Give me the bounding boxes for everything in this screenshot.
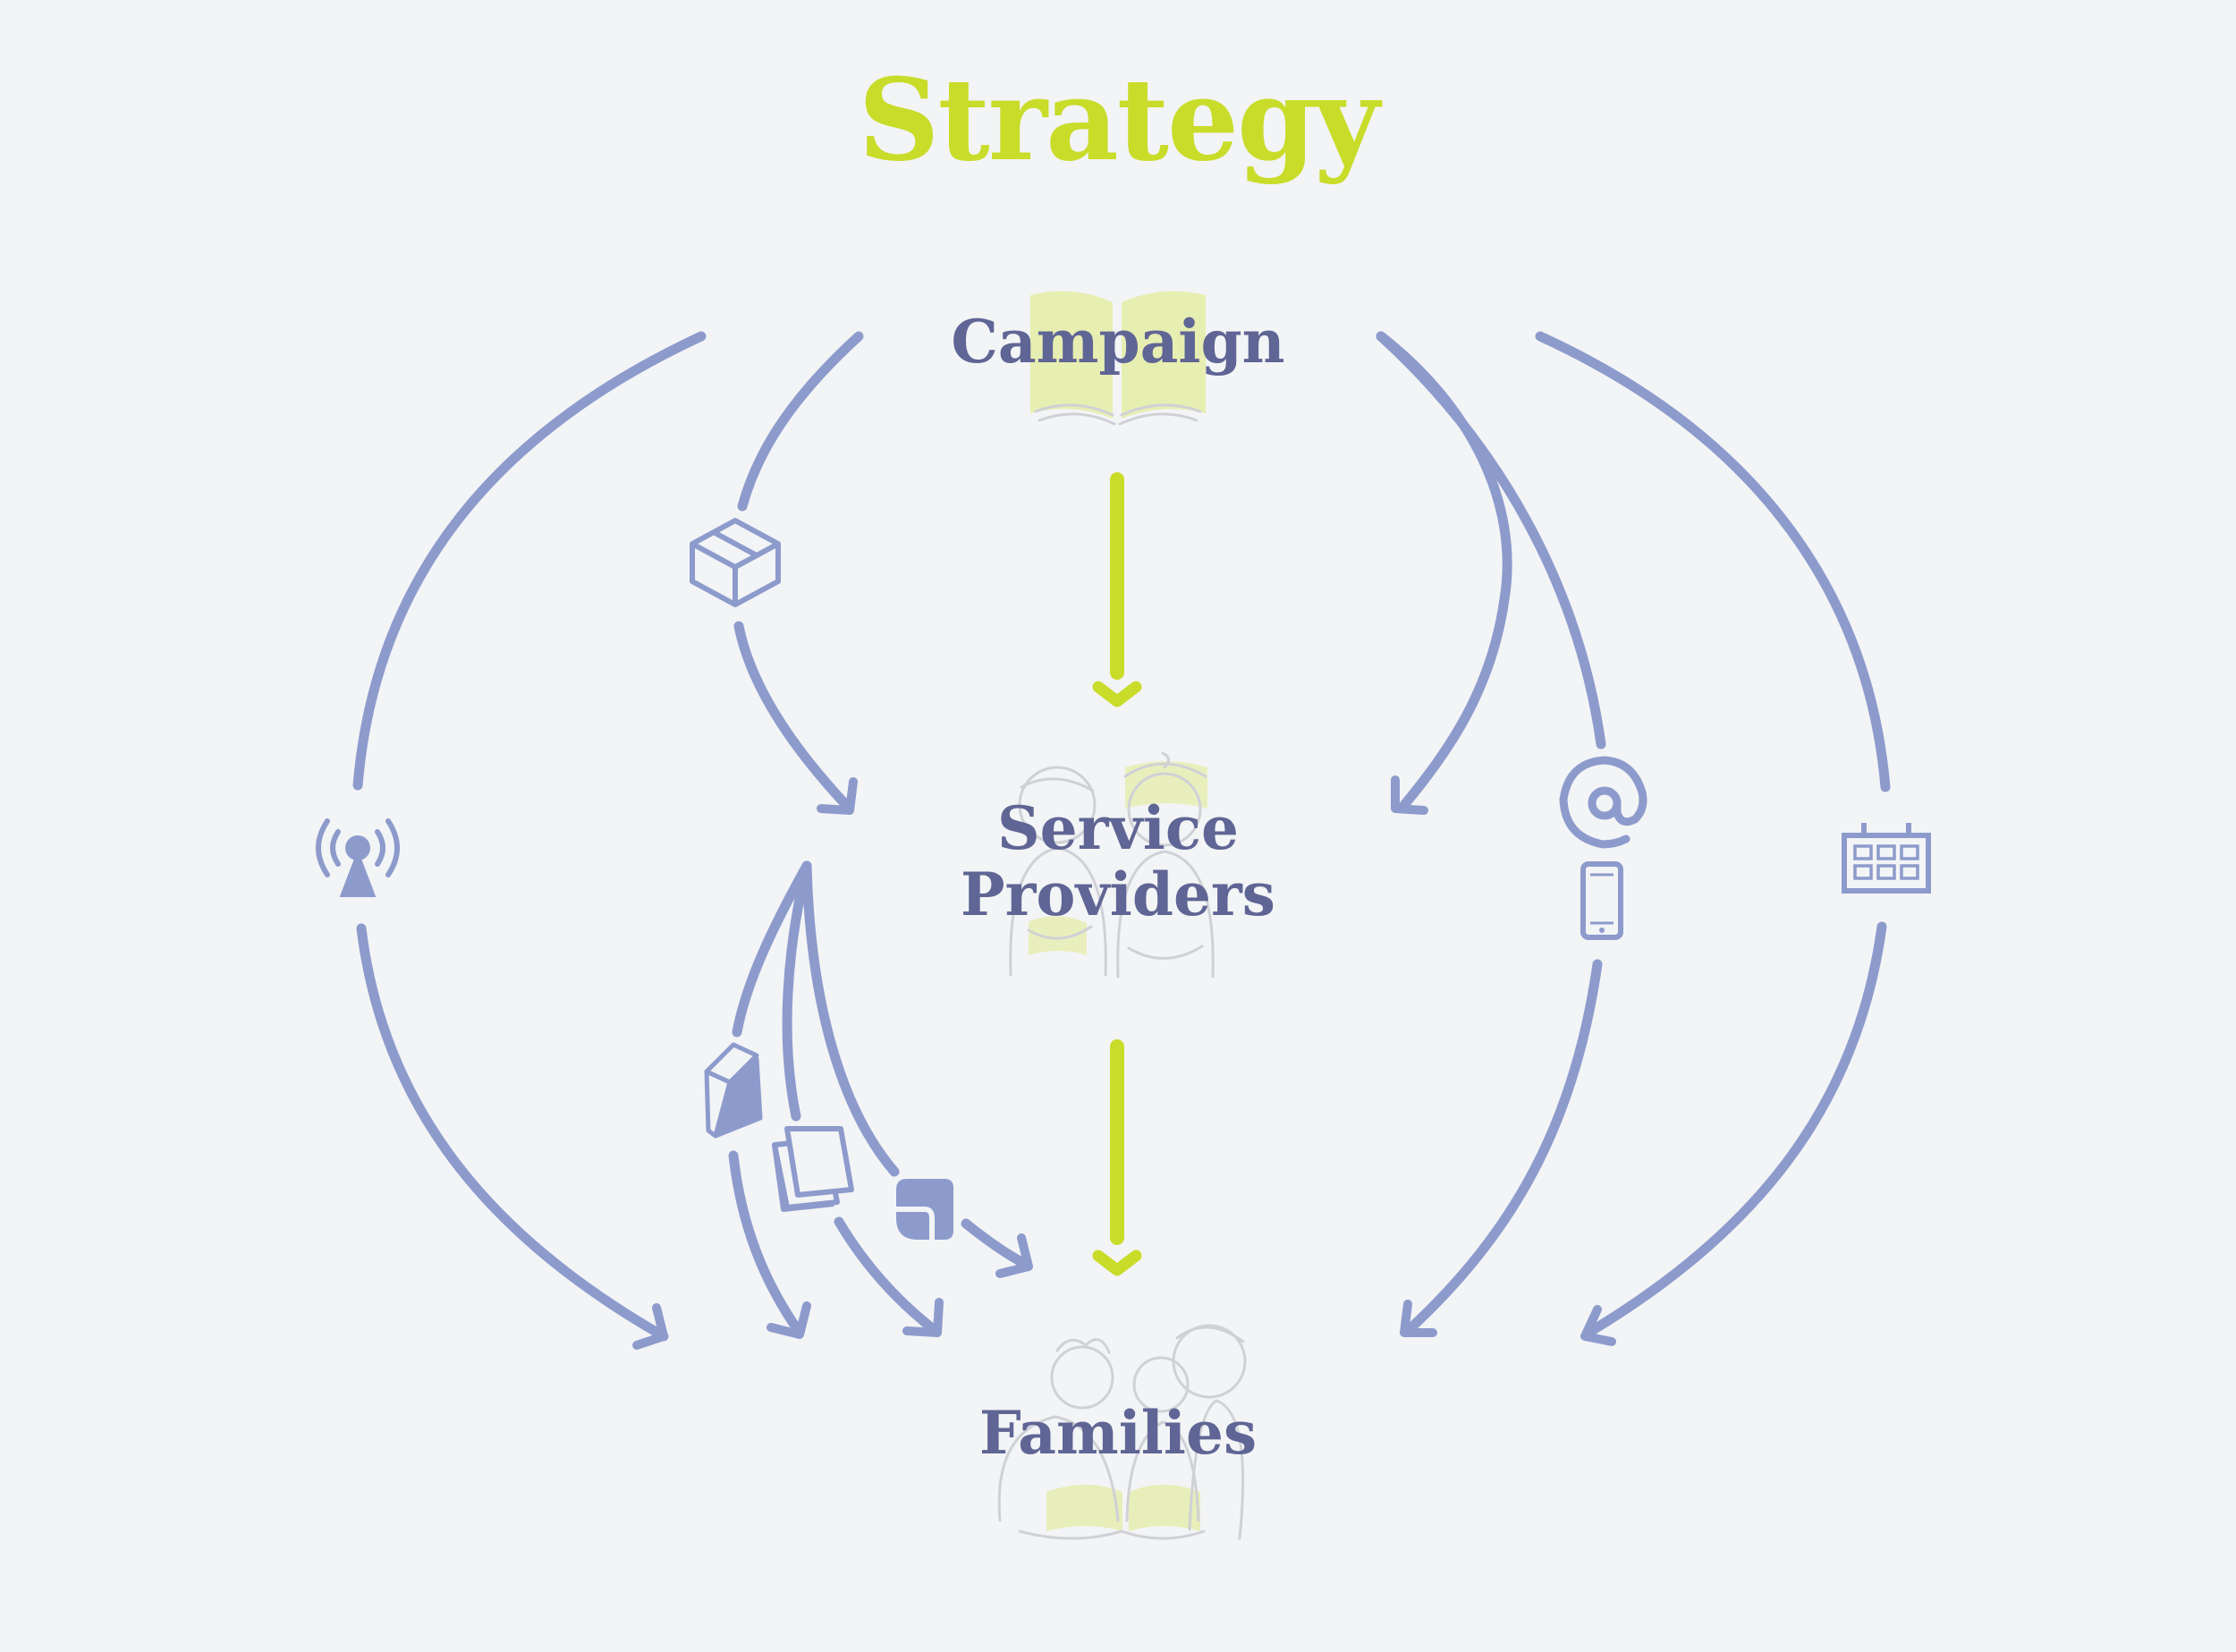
- flow-arrow-smartphone-lower: [1404, 959, 1603, 1334]
- at-sign-icon: [1559, 756, 1647, 849]
- flow-arrow-sticker: [801, 860, 900, 1177]
- flow-arrow-sticker-lower: [961, 1218, 1032, 1270]
- sticker-icon: [896, 1179, 953, 1240]
- open-book-illustration: [1030, 291, 1206, 426]
- smartphone-icon: [1580, 861, 1623, 940]
- flow-arrow-broadcast-lower: [356, 923, 669, 1342]
- main-arrow-campaign-to-providers: [1092, 472, 1142, 707]
- flow-arrow-box-lower: [733, 621, 851, 810]
- main-arrow-providers-to-families: [1092, 1039, 1142, 1276]
- arrowhead-broadcast: [632, 1303, 668, 1350]
- arrowhead-sticker: [995, 1233, 1033, 1278]
- node-campaign: Campaign: [951, 307, 1285, 377]
- node-families: Families: [978, 1398, 1258, 1468]
- flow-arrow-book: [732, 860, 812, 1038]
- flow-arrow-flyer: [782, 860, 812, 1122]
- service-providers-illustration: [1009, 751, 1215, 978]
- diagram-title: Strategy: [858, 54, 1380, 186]
- families-illustration: [997, 1324, 1247, 1540]
- flow-arrow-broadcast: [352, 331, 707, 791]
- flow-arrow-calendar: [1535, 331, 1891, 792]
- box-icon: [690, 518, 781, 607]
- flow-arrow-at-sign: [1376, 331, 1606, 750]
- flow-arrow-box: [737, 331, 864, 512]
- arrowhead-smartphone: [1400, 1300, 1437, 1337]
- node-service-providers-line1: Service: [996, 793, 1240, 863]
- calendar-icon: [1842, 823, 1931, 894]
- flow-arrow-flyer-lower: [834, 1216, 941, 1336]
- node-service-providers-line2: Providers: [961, 859, 1275, 929]
- flow-arrow-calendar-lower: [1583, 921, 1887, 1338]
- flow-arrow-book-lower: [728, 1150, 801, 1333]
- broadcast-tower-icon: [316, 818, 400, 897]
- arrowhead-digital-providers: [1391, 775, 1428, 815]
- arrowhead-calendar: [1580, 1305, 1616, 1346]
- arrowhead-book: [767, 1301, 811, 1339]
- book-icon: [704, 1042, 763, 1139]
- flyer-icon: [772, 1126, 854, 1212]
- node-service-providers: Service Providers: [894, 793, 1342, 929]
- arrowhead-flyer: [902, 1298, 944, 1337]
- arrowhead-box: [817, 777, 858, 815]
